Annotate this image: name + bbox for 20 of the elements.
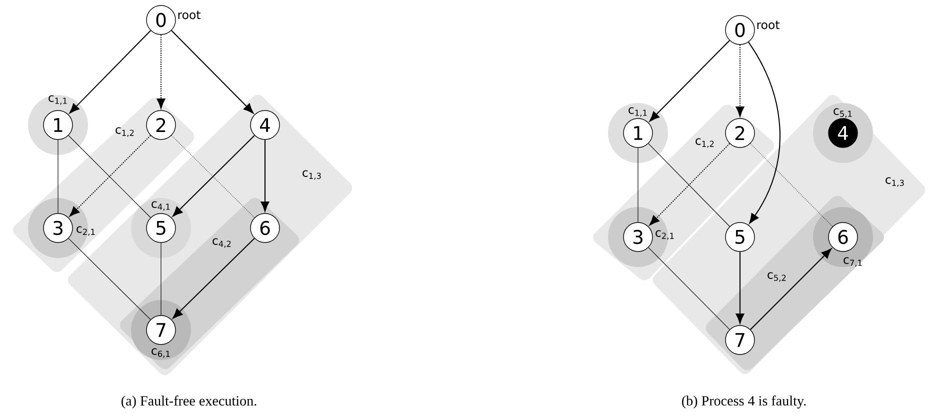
arrow [69,30,151,114]
arrow [260,140,270,212]
cluster-label: c$_{1,3}$ [302,170,321,180]
arrow [172,238,255,319]
cluster-label: c$_{1,3}$ [886,177,904,187]
cluster-label: c$_{2,1}$ [656,230,674,240]
arrow [156,34,166,109]
node-caption: root [178,10,200,20]
arrow [736,44,744,117]
arrow [748,42,780,224]
cluster-label: c$_{7,1}$ [844,257,862,267]
arrow [750,248,832,330]
arrow [736,252,744,324]
caption: (b) Process 4 is faulty. [682,396,806,408]
cluster-label: c$_{5,2}$ [768,272,786,282]
cluster-label: c$_{4,2}$ [212,238,231,248]
caption: (a) Fault-free execution. [122,396,256,408]
node-caption: root [757,20,780,30]
arrow [171,30,254,114]
arrow [649,40,730,122]
